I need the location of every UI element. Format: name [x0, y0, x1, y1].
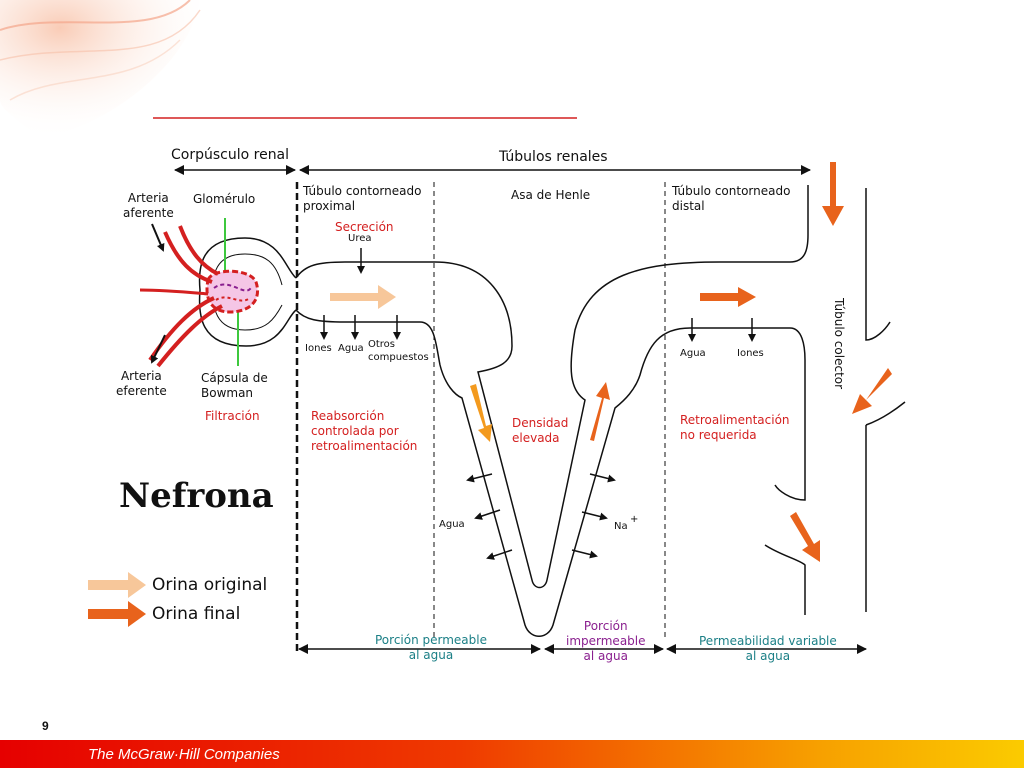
renal-tubules-label: Túbulos renales — [499, 149, 608, 165]
sodium-charge: + — [630, 514, 639, 525]
feedback-not-required-label: Retroalimentación no requerida — [680, 413, 790, 442]
distal-ions-label: Iones — [737, 348, 764, 359]
tubule-outline — [295, 185, 809, 637]
corner-swirl-decoration — [0, 0, 201, 140]
high-density-label: Densidad elevada — [512, 416, 569, 445]
efferent-flow-arrow — [150, 334, 166, 364]
efferent-artery-label: Arteria eferente — [116, 369, 167, 398]
collecting-tubule-label: Túbulo colector — [832, 298, 846, 390]
distal-water-label: Agua — [680, 348, 706, 359]
sodium-label: Na — [614, 521, 628, 532]
flow-arrows — [88, 162, 892, 627]
distal-tubule-label: Túbulo contorneado distal — [672, 184, 791, 213]
loop-of-henle-label: Asa de Henle — [511, 188, 591, 202]
bowman-capsule-label: Cápsula de Bowman — [201, 371, 268, 400]
filtration-label: Filtración — [205, 409, 260, 423]
urea-label: Urea — [348, 233, 372, 244]
controlled-reabsorption-label: Reabsorción controlada por retroalimenta… — [311, 409, 418, 453]
secretion-label: Secreción — [335, 220, 394, 234]
legend-final-urine: Orina final — [152, 604, 241, 624]
other-compounds-label: Otros compuestos — [368, 339, 429, 363]
ions-label: Iones — [305, 343, 332, 354]
afferent-artery-label: Arteria aferente — [123, 191, 174, 220]
variable-permeability-label: Permeabilidad variable al agua — [699, 634, 837, 663]
permeable-portion-label: Porción permeable al agua — [375, 633, 487, 662]
loop-water-label: Agua — [439, 519, 465, 530]
water-label: Agua — [338, 343, 364, 354]
impermeable-portion-label: Porción impermeable al agua — [566, 619, 646, 663]
arteries — [139, 225, 223, 368]
legend-original-urine: Orina original — [152, 575, 268, 595]
page-number: 9 — [42, 719, 49, 733]
footer-bar: The McGraw·Hill Companies — [0, 740, 1024, 768]
glomerulus — [205, 218, 259, 366]
proximal-tubule-label: Túbulo contorneado proximal — [303, 184, 422, 213]
slide-title: Nefrona — [119, 476, 274, 516]
transport-arrows — [320, 248, 756, 560]
glomerulus-label: Glomérulo — [193, 192, 256, 206]
footer-brand: The McGraw·Hill Companies — [88, 746, 280, 763]
renal-corpuscle-label: Corpúsculo renal — [171, 147, 290, 163]
collecting-duct — [865, 188, 906, 612]
afferent-flow-arrow — [151, 223, 165, 252]
